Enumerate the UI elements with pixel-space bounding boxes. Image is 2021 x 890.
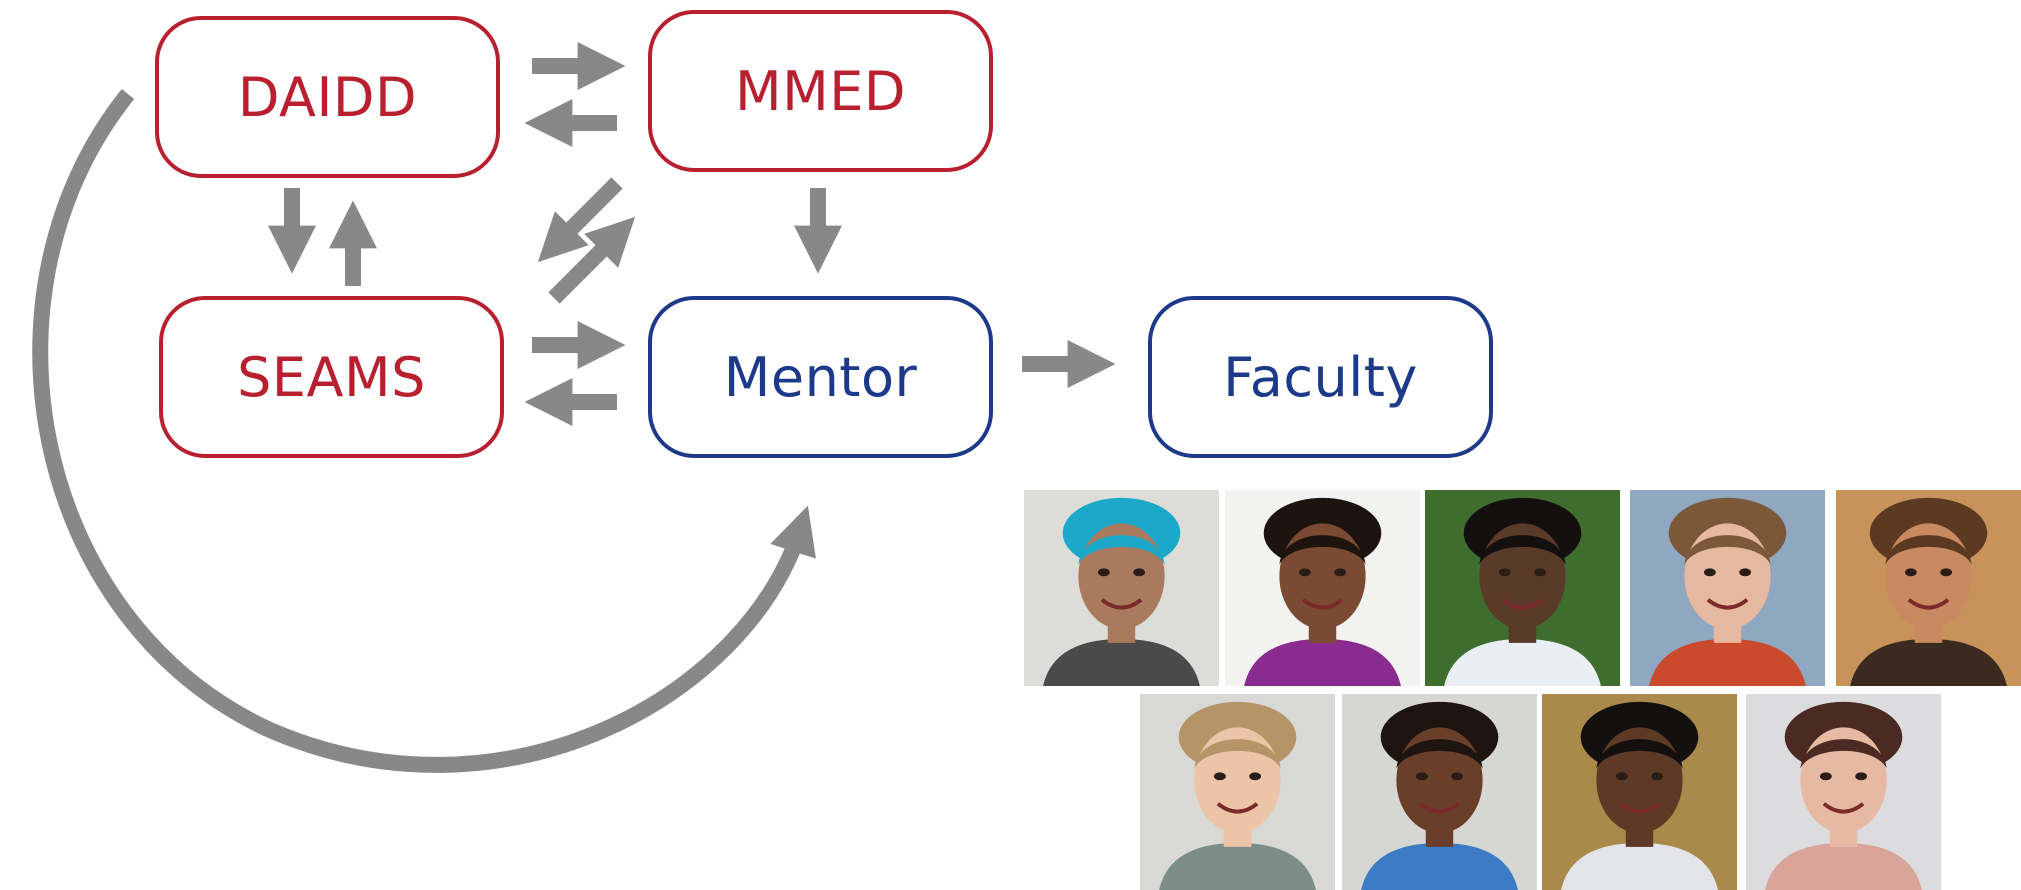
portrait-eye-left (1703, 568, 1716, 577)
portrait-eye-left (1415, 772, 1428, 781)
portrait-woman-short-dark-hair-image (1225, 490, 1420, 686)
portrait-face (1800, 727, 1887, 834)
portrait-hairline (1194, 739, 1281, 769)
portrait-face (1684, 523, 1771, 630)
portrait-shoulders (1043, 638, 1200, 686)
portrait-eye-right (1940, 568, 1953, 577)
portrait-shoulders (1444, 638, 1601, 686)
portrait-woman-glasses-short-hair-image (1342, 694, 1537, 890)
node-faculty-label: Faculty (1223, 345, 1418, 409)
portrait-woman-sunset-background (1836, 490, 2021, 686)
portrait-hairline (1479, 535, 1566, 565)
portrait-smile (1822, 802, 1865, 814)
portrait-eye-left (1097, 568, 1110, 577)
portrait-man-smiling-outdoors-image (1542, 694, 1737, 890)
portrait-face (1596, 727, 1683, 834)
portrait-eye-right (1534, 568, 1547, 577)
node-mentor: Mentor (648, 296, 993, 458)
portrait-eye-right (1739, 568, 1752, 577)
portrait-face (1194, 727, 1281, 834)
node-mentor-label: Mentor (723, 345, 918, 409)
portrait-hairline (1396, 739, 1483, 769)
portrait-shoulders (1159, 842, 1316, 890)
portrait-hairline (1800, 739, 1887, 769)
portrait-eye-left (1904, 568, 1917, 577)
portrait-eye-right (1451, 772, 1464, 781)
portrait-eye-right (1334, 568, 1347, 577)
portrait-woman-long-brown-hair (1630, 490, 1825, 686)
portrait-smile (1618, 802, 1661, 814)
portrait-shoulders (1765, 842, 1922, 890)
portrait-woman-glasses-short-hair (1342, 694, 1537, 890)
portrait-shoulders (1561, 842, 1718, 890)
node-seams: SEAMS (159, 296, 504, 458)
portrait-hairline (1885, 535, 1972, 565)
portrait-woman-glasses-dark-hair-image (1746, 694, 1941, 890)
portrait-smile (1301, 598, 1344, 610)
portrait-hairline (1279, 535, 1366, 565)
portrait-eye-right (1855, 772, 1868, 781)
portrait-shoulders (1244, 638, 1401, 686)
portrait-shoulders (1850, 638, 2007, 686)
portrait-shoulders (1361, 842, 1518, 890)
portrait-hairline (1596, 739, 1683, 769)
portrait-face (1279, 523, 1366, 630)
portrait-woman-blonde-hair (1140, 694, 1335, 890)
portrait-woman-turquoise-headscarf (1024, 490, 1219, 686)
arrow-daidd-to-mentor-curve (32, 88, 816, 773)
portrait-man-smiling-outdoors (1542, 694, 1737, 890)
portrait-eye-left (1615, 772, 1628, 781)
node-daidd: DAIDD (155, 16, 500, 178)
node-daidd-label: DAIDD (237, 65, 418, 129)
portrait-eye-left (1819, 772, 1832, 781)
portrait-smile (1216, 802, 1259, 814)
portrait-hairline (1684, 535, 1771, 565)
portrait-eye-left (1298, 568, 1311, 577)
arrow-mmed-to-seams (537, 177, 623, 263)
portrait-eye-left (1213, 772, 1226, 781)
portrait-man-greenery-background (1425, 490, 1620, 686)
portrait-face (1885, 523, 1972, 630)
portrait-smile (1501, 598, 1544, 610)
portrait-woman-turquoise-headscarf-image (1024, 490, 1219, 686)
portrait-woman-short-dark-hair (1225, 490, 1420, 686)
portrait-woman-sunset-background-image (1836, 490, 2021, 686)
portrait-face (1396, 727, 1483, 834)
portrait-face (1078, 523, 1165, 630)
portrait-woman-blonde-hair-image (1140, 694, 1335, 890)
portrait-smile (1418, 802, 1461, 814)
portrait-woman-glasses-dark-hair (1746, 694, 1941, 890)
portrait-hairline (1078, 535, 1165, 565)
node-faculty: Faculty (1148, 296, 1493, 458)
portrait-shoulders (1649, 638, 1806, 686)
portrait-smile (1907, 598, 1950, 610)
portrait-man-greenery-background-image (1425, 490, 1620, 686)
portrait-eye-right (1249, 772, 1262, 781)
node-mmed: MMED (648, 10, 993, 172)
portrait-woman-long-brown-hair-image (1630, 490, 1825, 686)
portrait-face (1479, 523, 1566, 630)
portrait-smile (1706, 598, 1749, 610)
portrait-eye-left (1498, 568, 1511, 577)
node-seams-label: SEAMS (237, 345, 426, 409)
portrait-eye-right (1133, 568, 1146, 577)
node-mmed-label: MMED (735, 59, 906, 123)
arrow-seams-to-mmed (548, 216, 636, 304)
portrait-smile (1100, 598, 1143, 610)
portrait-eye-right (1651, 772, 1664, 781)
